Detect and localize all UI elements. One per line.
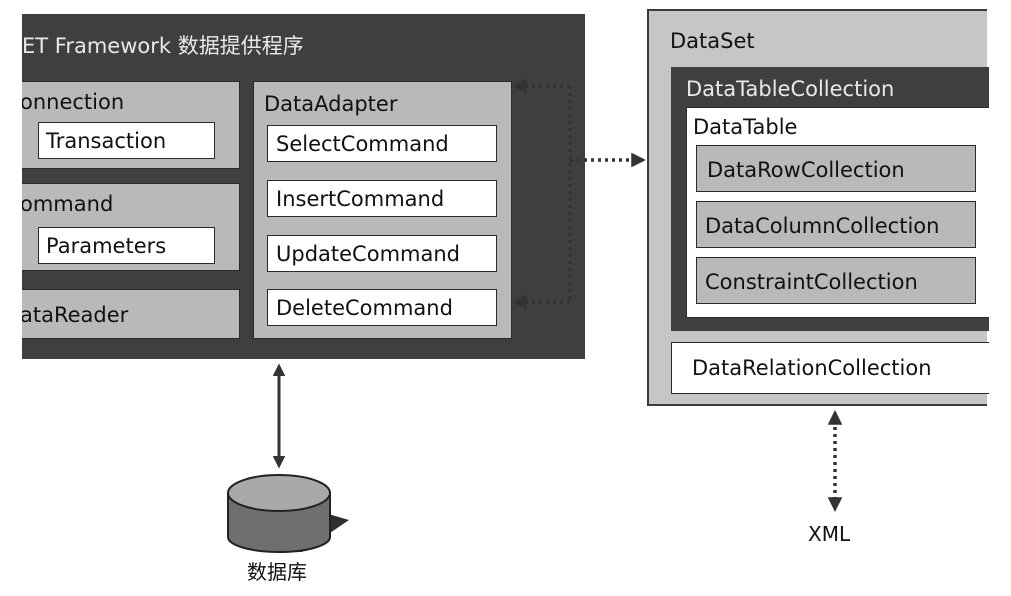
dataset-panel: DataSet DataTableCollection DataTable Da… bbox=[647, 9, 989, 406]
connection-label: onnection bbox=[22, 90, 125, 114]
dataadapter-box: DataAdapter SelectCommand InsertCommand … bbox=[253, 81, 512, 339]
command-label: ommand bbox=[22, 192, 114, 216]
datatable-box: DataTable DataRowCollection DataColumnCo… bbox=[686, 107, 989, 318]
parameters-label: Parameters bbox=[46, 234, 167, 258]
datareader-box: ataReader bbox=[22, 289, 240, 339]
selectcommand-label: SelectCommand bbox=[276, 132, 449, 156]
command-box: ommand Parameters bbox=[22, 183, 240, 271]
constraintcollection-box: ConstraintCollection bbox=[696, 257, 976, 304]
database-top bbox=[227, 474, 331, 512]
datarelationcollection-box: DataRelationCollection bbox=[671, 342, 989, 394]
deletecommand-label: DeleteCommand bbox=[276, 296, 453, 320]
updatecommand-box: UpdateCommand bbox=[267, 235, 497, 272]
selectcommand-box: SelectCommand bbox=[267, 125, 497, 162]
datatable-label: DataTable bbox=[693, 115, 798, 139]
database-cylinder-icon bbox=[227, 474, 349, 553]
datareader-label: ataReader bbox=[22, 303, 129, 327]
dataadapter-label: DataAdapter bbox=[264, 92, 398, 116]
xml-label: XML bbox=[808, 522, 851, 546]
transaction-box: Transaction bbox=[38, 122, 215, 159]
datarowcollection-label: DataRowCollection bbox=[707, 158, 905, 182]
datatablecollection-box: DataTableCollection DataTable DataRowCol… bbox=[671, 67, 989, 331]
data-provider-title: ET Framework 数据提供程序 bbox=[22, 34, 304, 58]
constraintcollection-label: ConstraintCollection bbox=[705, 270, 918, 294]
parameters-box: Parameters bbox=[38, 227, 215, 264]
database-label: 数据库 bbox=[247, 560, 307, 584]
updatecommand-label: UpdateCommand bbox=[276, 242, 460, 266]
transaction-label: Transaction bbox=[46, 129, 167, 153]
datarelationcollection-label: DataRelationCollection bbox=[692, 356, 932, 380]
deletecommand-box: DeleteCommand bbox=[267, 289, 497, 326]
adapter-dataset-link bbox=[512, 78, 646, 310]
data-provider-panel: ET Framework 数据提供程序 onnection Transactio… bbox=[22, 14, 585, 359]
datatablecollection-label: DataTableCollection bbox=[686, 77, 895, 101]
datacolumncollection-box: DataColumnCollection bbox=[696, 201, 976, 248]
insertcommand-box: InsertCommand bbox=[267, 180, 497, 217]
datarowcollection-box: DataRowCollection bbox=[696, 145, 976, 192]
datacolumncollection-label: DataColumnCollection bbox=[705, 214, 940, 238]
connection-box: onnection Transaction bbox=[22, 81, 240, 169]
dataset-label: DataSet bbox=[670, 29, 755, 53]
insertcommand-label: InsertCommand bbox=[276, 187, 445, 211]
